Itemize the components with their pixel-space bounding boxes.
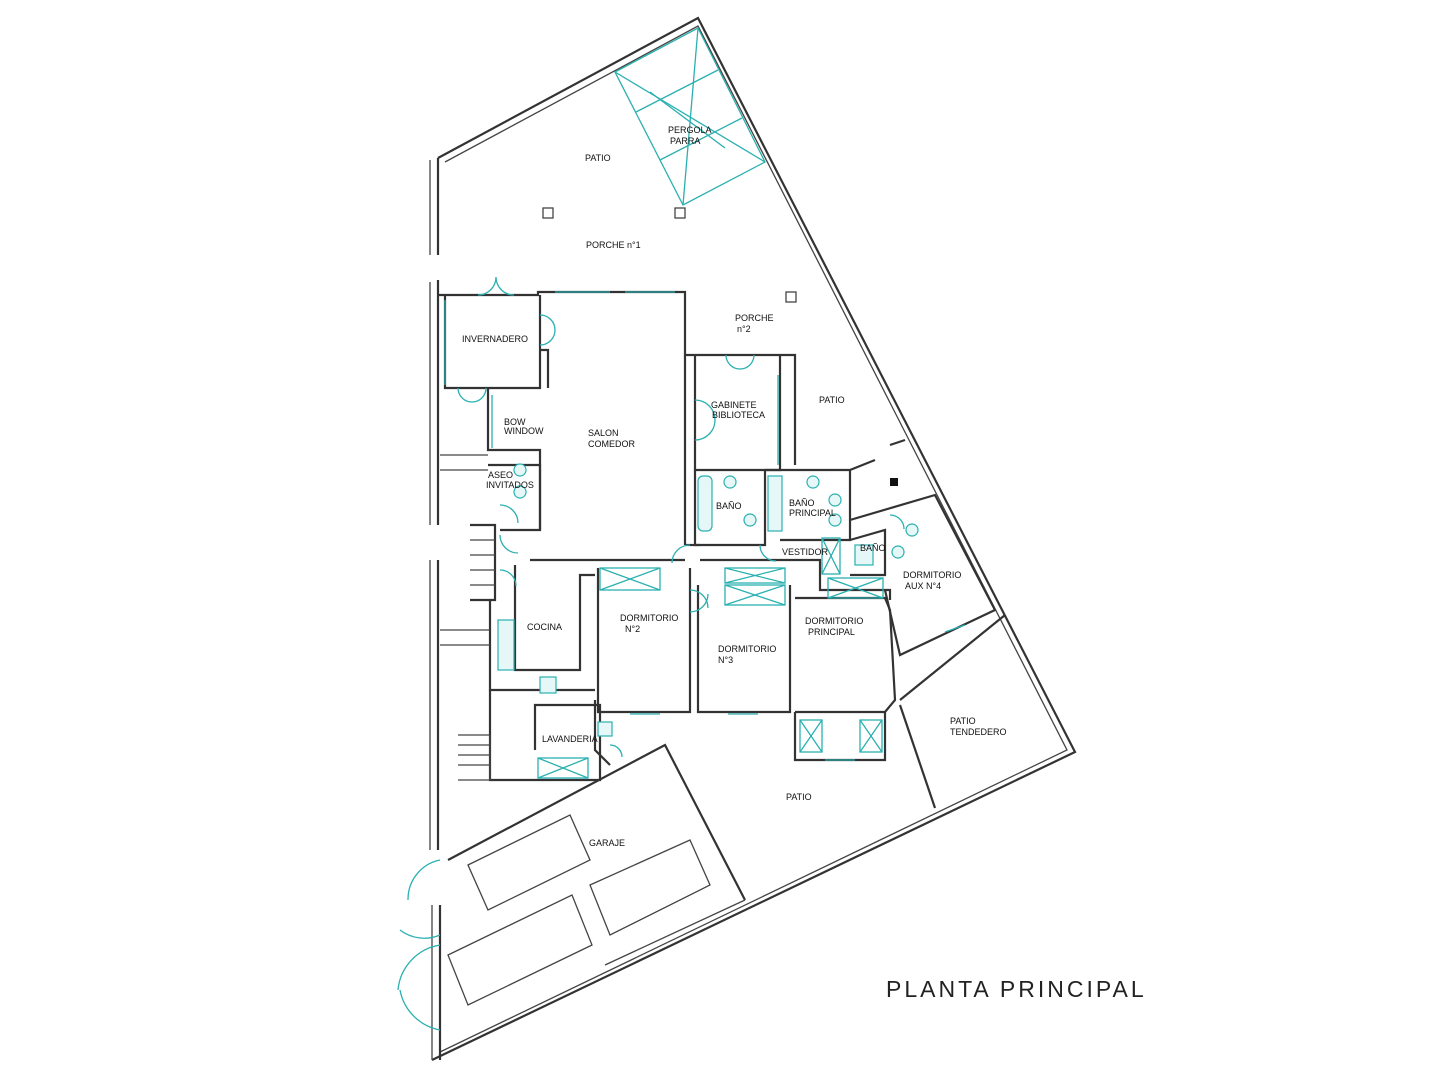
- label-window: WINDOW: [504, 426, 544, 436]
- label-dormitorio-2-num: N°2: [625, 624, 640, 634]
- columns: [542, 207, 898, 486]
- label-parra: PARRA: [670, 136, 700, 146]
- label-comedor: COMEDOR: [588, 439, 636, 449]
- label-bano-principal-2: PRINCIPAL: [789, 508, 836, 518]
- label-tendedero: TENDEDERO: [950, 727, 1007, 737]
- label-bow: BOW: [504, 417, 526, 427]
- label-porche-2: PORCHE: [735, 313, 774, 323]
- garage-parking-spots: [447, 814, 711, 1006]
- label-patio-tendedero: PATIO: [950, 716, 976, 726]
- outer-boundary: [429, 16, 1077, 1061]
- house-walls: [438, 290, 1006, 966]
- label-invitados: INVITADOS: [486, 480, 534, 490]
- label-dormitorio-principal: DORMITORIO: [805, 616, 863, 626]
- label-dormitorio-principal-2: PRINCIPAL: [808, 627, 855, 637]
- label-patio-south: PATIO: [786, 792, 812, 802]
- label-porche-1: PORCHE n°1: [586, 240, 641, 250]
- label-invernadero: INVERNADERO: [462, 334, 528, 344]
- label-lavanderia: LAVANDERIA: [542, 734, 598, 744]
- label-dormitorio-3-num: N°3: [718, 655, 733, 665]
- label-salon: SALON: [588, 428, 619, 438]
- plan-title: PLANTA PRINCIPAL: [886, 976, 1147, 1002]
- label-cocina: COCINA: [527, 622, 562, 632]
- pergola: [614, 27, 766, 206]
- label-bano-principal: BAÑO: [789, 498, 815, 508]
- label-porche-2-num: n°2: [737, 324, 751, 334]
- label-dormitorio-aux: DORMITORIO: [903, 570, 961, 580]
- label-bano-aux: BAÑO: [860, 543, 886, 553]
- label-patio-east: PATIO: [819, 395, 845, 405]
- label-biblioteca: BIBLIOTECA: [712, 410, 765, 420]
- label-dormitorio-3: DORMITORIO: [718, 644, 776, 654]
- fixtures: [397, 276, 966, 1031]
- label-pergola: PERGOLA: [668, 125, 712, 135]
- room-labels: PATIO PERGOLA PARRA PORCHE n°1 INVERNADE…: [462, 125, 1007, 848]
- label-vestidor: VESTIDOR: [782, 547, 829, 557]
- label-dormitorio-aux-num: AUX N°4: [905, 581, 941, 591]
- label-aseo: ASEO: [488, 470, 513, 480]
- label-patio-north: PATIO: [585, 153, 611, 163]
- label-gabinete: GABINETE: [711, 400, 757, 410]
- label-garaje: GARAJE: [589, 838, 625, 848]
- label-bano: BAÑO: [716, 501, 742, 511]
- label-dormitorio-2: DORMITORIO: [620, 613, 678, 623]
